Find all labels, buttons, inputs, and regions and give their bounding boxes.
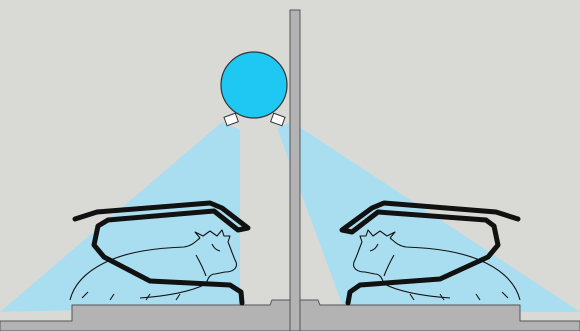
stall-frame-left [72,200,251,306]
lamp-bulb [220,51,288,119]
cow-right [353,229,521,301]
stall-frame-right [339,200,521,306]
stall-right [339,200,521,306]
cow-left [69,229,237,301]
stall-left [69,200,251,306]
emitter-left [223,112,239,127]
emitter-right [270,112,286,127]
center-post [289,9,301,331]
lamp-icon [220,51,288,127]
